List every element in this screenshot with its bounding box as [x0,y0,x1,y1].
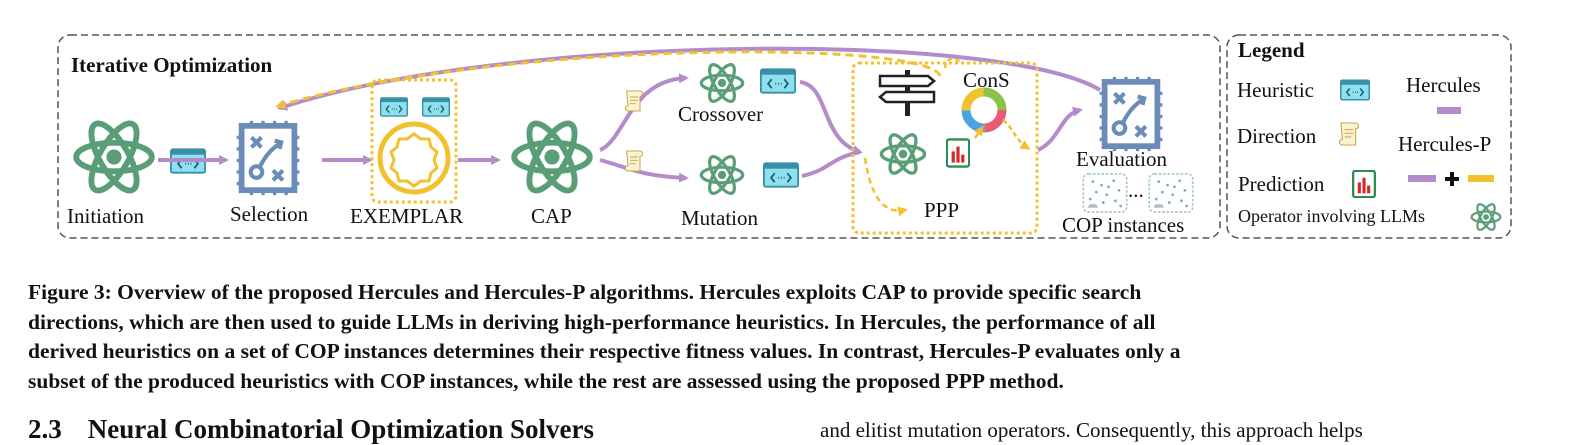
legend-hercules-p-label: Hercules-P [1398,132,1492,156]
caption-line: derived heuristics on a set of COP insta… [28,339,1181,363]
cop-instance-icon [1082,173,1128,213]
arrow-cap-mutation [599,158,689,183]
direction-scroll-icon [624,150,644,172]
cap-atom-icon [514,117,590,197]
node-selection: Selection [230,202,309,226]
gold-arrow-up [943,57,961,69]
node-initiation: Initiation [67,204,144,228]
exemplar-card-icon [380,97,408,117]
cons-donut-icon [961,87,1007,133]
node-cop-instances: COP instances [1062,213,1185,237]
gold-arrow-to-cons [973,125,984,139]
direction-scroll-icon [624,90,644,112]
legend-heuristic-label: Heuristic [1237,78,1314,102]
gold-arrow-into-ppp [863,157,908,217]
caption-line: subset of the produced heuristics with C… [28,368,1064,393]
cop-ellipsis: ... [1128,178,1144,202]
node-cap: CAP [531,204,572,228]
arrow-mutation-ppp [801,150,861,178]
legend-heuristic-icon [1340,79,1370,101]
caption-line: directions, which are then used to guide… [28,309,1156,334]
legend-hercules-label: Hercules [1406,73,1481,97]
caption-line: Figure 3: Overview of the proposed Hercu… [28,280,1142,304]
section-number: 2.3 [28,414,62,444]
node-mutation: Mutation [681,206,758,230]
section-title: Neural Combinatorial Optimization Solver… [87,414,594,444]
legend-hercules-swatch [1437,107,1461,114]
mutation-card-icon [763,162,799,188]
prediction-chart-icon [946,138,970,168]
exemplar-seal-icon [389,132,439,188]
initiation-atom-icon [76,117,152,197]
ppp-atom-icon [879,130,927,178]
frame-title: Iterative Optimization [71,53,273,77]
figure-caption: Figure 3: Overview of the proposed Hercu… [28,278,1543,396]
node-cons: ConS [963,68,1010,92]
body-text-right-column: and elitist mutation operators. Conseque… [820,418,1363,442]
legend-frame [1226,34,1512,239]
section-heading: 2.3 Neural Combinatorial Optimization Sol… [28,414,594,445]
legend-title: Legend [1238,38,1305,62]
legend-operator-atom-icon [1470,201,1502,233]
arrow-crossover-ppp [799,80,863,155]
legend-prediction-icon [1352,170,1376,198]
node-exemplar: EXEMPLAR [350,204,464,228]
exemplar-box [370,78,458,204]
node-ppp: PPP [924,198,960,222]
crossover-card-icon [760,68,796,94]
node-crossover: Crossover [678,102,764,126]
signpost-icon [878,70,936,116]
arrow-cap-crossover [599,73,689,152]
arrow-to-evaluation [1037,106,1083,152]
legend-direction-label: Direction [1237,124,1317,148]
legend-plus-icon [1445,172,1459,186]
legend-prediction-label: Prediction [1238,172,1325,196]
node-evaluation: Evaluation [1076,147,1167,171]
exemplar-card-icon [422,97,450,117]
iterative-frame [57,34,1221,239]
legend-operator-label: Operator involving LLMs [1238,206,1425,226]
legend-hercules-p-swatch-gold [1468,175,1494,182]
legend-direction-icon [1338,122,1360,146]
selection-board-icon [237,121,300,195]
gold-arrow-to-evaluation [1002,119,1031,150]
cop-instance-icon [1148,173,1194,213]
loop-arrow-hercules-p [275,50,942,109]
overview-diagram [57,34,1512,239]
evaluation-board-icon [1100,77,1163,151]
legend-hercules-p-swatch-purple [1408,175,1436,182]
crossover-atom-icon [699,60,745,106]
mutation-atom-icon [699,152,745,198]
